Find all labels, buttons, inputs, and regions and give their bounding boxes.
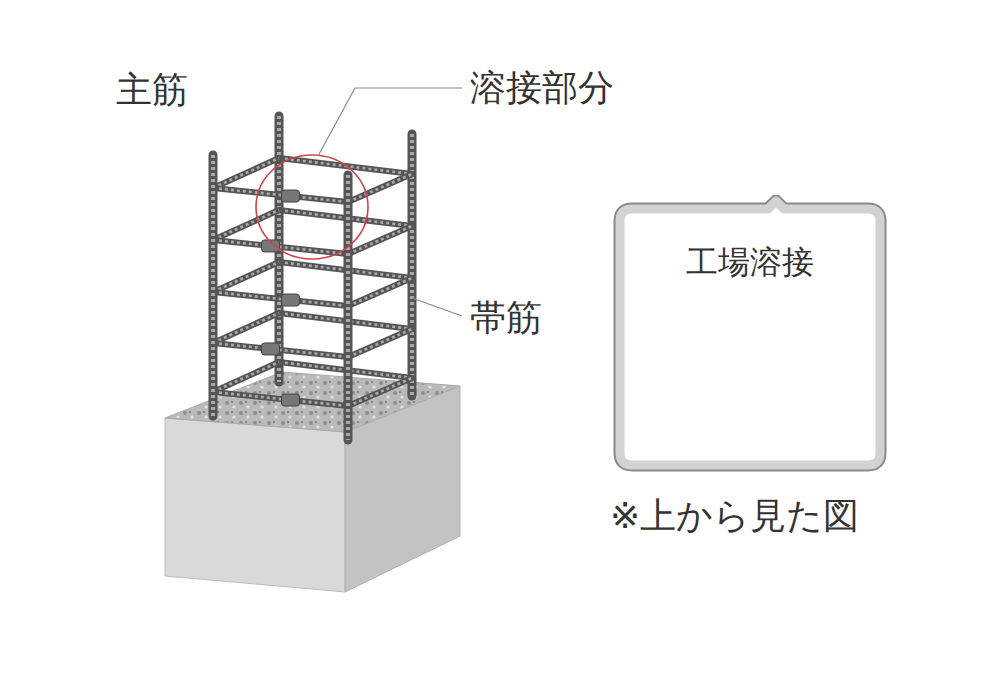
rebar xyxy=(348,378,412,406)
rebar-rib xyxy=(213,313,279,343)
rebar-rib xyxy=(348,378,412,406)
rebar-rib xyxy=(213,292,348,306)
rebar-rib xyxy=(213,262,279,292)
rebar xyxy=(213,392,348,406)
rebar-rib xyxy=(213,343,348,357)
block-front xyxy=(165,418,345,592)
rebar-rib xyxy=(348,226,412,254)
rebar xyxy=(213,262,279,292)
rebar-rib xyxy=(346,175,350,440)
weld-mark xyxy=(282,190,300,202)
top-view-section: 工場溶接 xyxy=(612,195,888,473)
weld-mark xyxy=(262,343,280,355)
rebar-rib xyxy=(348,329,412,357)
rebar-rib xyxy=(211,155,215,416)
rebar-rib xyxy=(213,392,348,406)
rebar xyxy=(348,226,412,254)
rebar xyxy=(213,188,348,202)
section-outline xyxy=(612,195,888,473)
rebar-rib xyxy=(213,188,348,202)
rebar xyxy=(209,155,218,416)
leader-line xyxy=(412,298,462,316)
rebar xyxy=(213,292,348,306)
rebar xyxy=(213,240,348,254)
rebar xyxy=(348,174,412,202)
rebar-cage xyxy=(213,116,412,440)
highlight-circle xyxy=(256,155,368,259)
weld-mark xyxy=(282,394,300,406)
rebar-rib xyxy=(348,278,412,306)
weld-mark xyxy=(282,294,300,306)
rebar-rib xyxy=(213,362,279,392)
section-label: 工場溶接 xyxy=(612,245,888,281)
rebar xyxy=(213,362,279,392)
weld-part-label: 溶接部分 xyxy=(470,68,614,108)
rebar-rib xyxy=(213,210,279,240)
rebar xyxy=(348,329,412,357)
main-bar-label: 主筋 xyxy=(116,70,188,110)
rebar-rib xyxy=(213,240,348,254)
rebar xyxy=(213,343,348,357)
rebar xyxy=(348,278,412,306)
rebar xyxy=(344,175,353,440)
rebar xyxy=(213,313,279,343)
view-note: ※上から見た図 xyxy=(610,496,859,536)
leader-line xyxy=(318,88,462,156)
hoop-label: 帯筋 xyxy=(470,298,542,338)
rebar-rib xyxy=(348,174,412,202)
rebar xyxy=(213,210,279,240)
